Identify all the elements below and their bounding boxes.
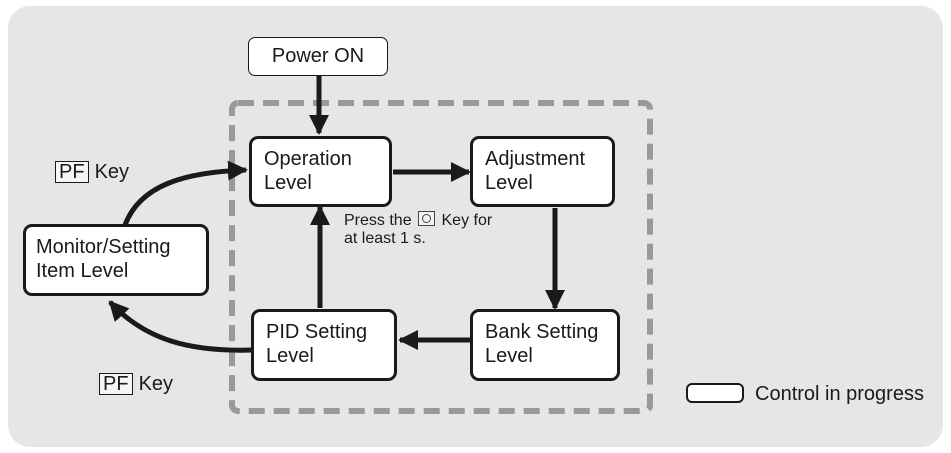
adjustment-level-line1: Adjustment [485, 148, 586, 170]
mode-key-icon [418, 211, 436, 226]
pf-key-text: Key [138, 373, 174, 395]
monitor-setting-level-line2: Item Level [36, 260, 129, 282]
operation-level-node: Operation Level [249, 136, 392, 207]
adjustment-level-line2: Level [485, 172, 533, 194]
power-on-label: Power ON [271, 45, 365, 67]
power-on-node: Power ON [248, 37, 388, 76]
monitor-setting-level-line1: Monitor/Setting [36, 236, 171, 258]
pf-key-text: Key [94, 161, 130, 183]
press-key-note: Press the Key for at least 1 s. [344, 211, 492, 248]
arrow-pid-to-monitor [108, 300, 254, 353]
press-note-line2: at least 1 s. [344, 230, 426, 247]
bank-setting-level-line2: Level [485, 345, 533, 367]
pf-key-icon: PF [99, 373, 133, 395]
bank-setting-level-node: Bank Setting Level [470, 309, 620, 381]
pid-setting-level-line2: Level [266, 345, 314, 367]
monitor-setting-item-level-node: Monitor/Setting Item Level [23, 224, 209, 296]
legend-swatch [686, 383, 744, 403]
legend-label: Control in progress [755, 383, 924, 405]
pid-setting-level-line1: PID Setting [266, 321, 368, 343]
adjustment-level-node: Adjustment Level [470, 136, 615, 207]
operation-level-line2: Level [264, 172, 312, 194]
pid-setting-level-node: PID Setting Level [251, 309, 397, 381]
press-note-suffix: Key for [441, 212, 493, 229]
bank-setting-level-line1: Bank Setting [485, 321, 599, 343]
control-in-progress-frame [229, 100, 653, 414]
operation-level-line1: Operation [264, 148, 352, 170]
pf-key-icon: PF [55, 161, 89, 183]
arrow-monitor-to-operation [122, 160, 248, 226]
press-note-prefix: Press the [344, 212, 412, 229]
